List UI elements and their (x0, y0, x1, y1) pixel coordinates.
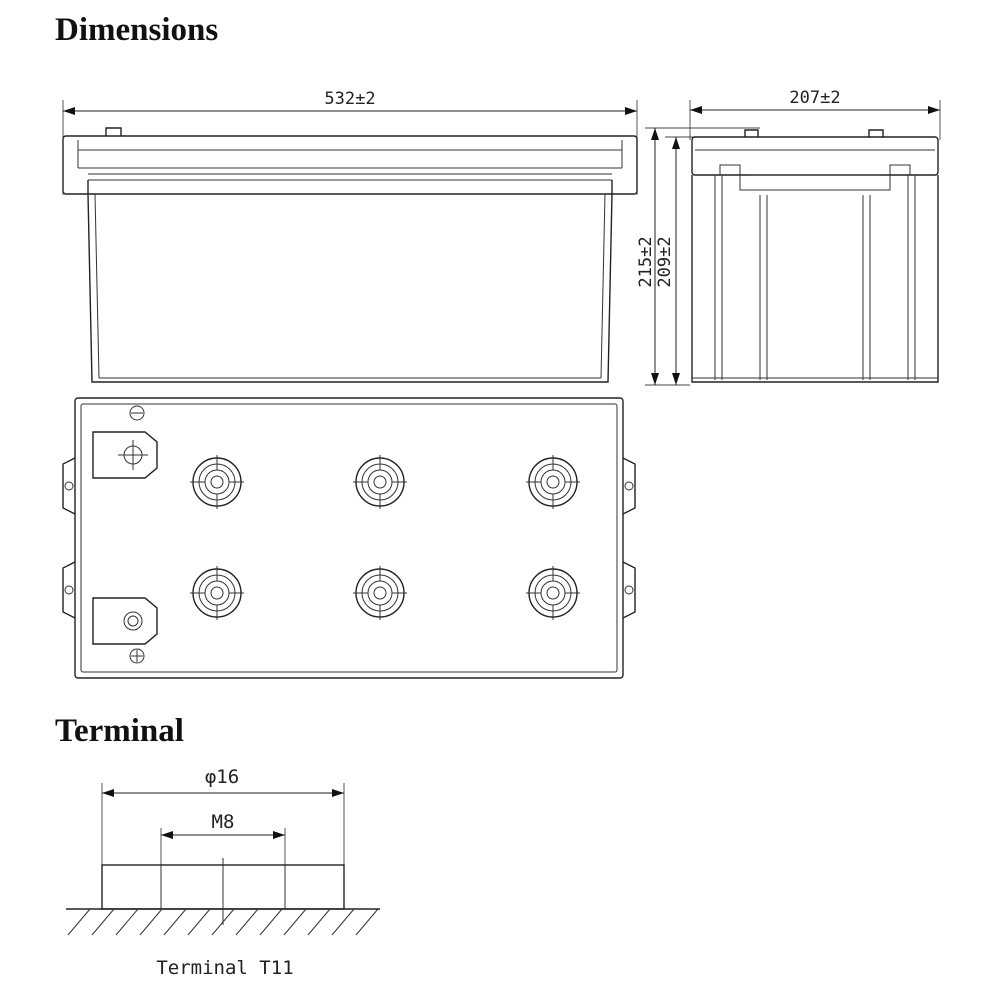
hatch-line (115, 908, 139, 936)
mount-tab-left-top (62, 457, 76, 515)
vent-cap (190, 455, 244, 509)
hatch-line (331, 908, 355, 936)
hatch-line (235, 908, 259, 936)
width-label: 207±2 (789, 88, 840, 108)
dimensions-heading: Dimensions (55, 12, 219, 48)
vent-cap (526, 455, 580, 509)
terminal-detail: φ16 M8 Terminal T11 (66, 766, 380, 979)
negative-sign-icon (129, 405, 145, 421)
vent-cap (353, 566, 407, 620)
hatch-line (91, 908, 115, 936)
hatch-line (187, 908, 211, 936)
container-height-label: 209±2 (655, 236, 675, 287)
mount-tab-right-bottom (622, 561, 636, 619)
top-view (62, 397, 636, 679)
vent-cap (190, 566, 244, 620)
height-dimensions: 215±2 209±2 (636, 127, 760, 386)
vent-cap (353, 455, 407, 509)
mount-tab-right-top (622, 457, 636, 515)
terminal-caption: Terminal T11 (156, 957, 293, 979)
positive-sign-icon (129, 648, 145, 664)
hatch-line (307, 908, 331, 936)
front-view: 532±2 (62, 89, 638, 383)
terminal-heading: Terminal (55, 713, 184, 749)
ground-hatching (67, 908, 379, 936)
length-dimension: 532±2 (62, 89, 638, 195)
width-dimension: 207±2 (689, 88, 941, 140)
hatch-line (67, 908, 91, 936)
negative-terminal (92, 405, 158, 479)
vent-cap (526, 566, 580, 620)
outer-diameter-label: φ16 (205, 766, 239, 788)
hatch-line (355, 908, 379, 936)
hatch-line (259, 908, 283, 936)
hatch-line (139, 908, 163, 936)
length-label: 532±2 (324, 89, 375, 109)
hatch-line (283, 908, 307, 936)
vent-caps (190, 455, 580, 620)
positive-terminal (92, 597, 158, 664)
mount-tab-left-bottom (62, 561, 76, 619)
side-view: 207±2 (689, 88, 941, 383)
thread-label: M8 (212, 811, 235, 833)
total-height-label: 215±2 (636, 236, 656, 287)
hatch-line (163, 908, 187, 936)
hatch-line (211, 908, 235, 936)
